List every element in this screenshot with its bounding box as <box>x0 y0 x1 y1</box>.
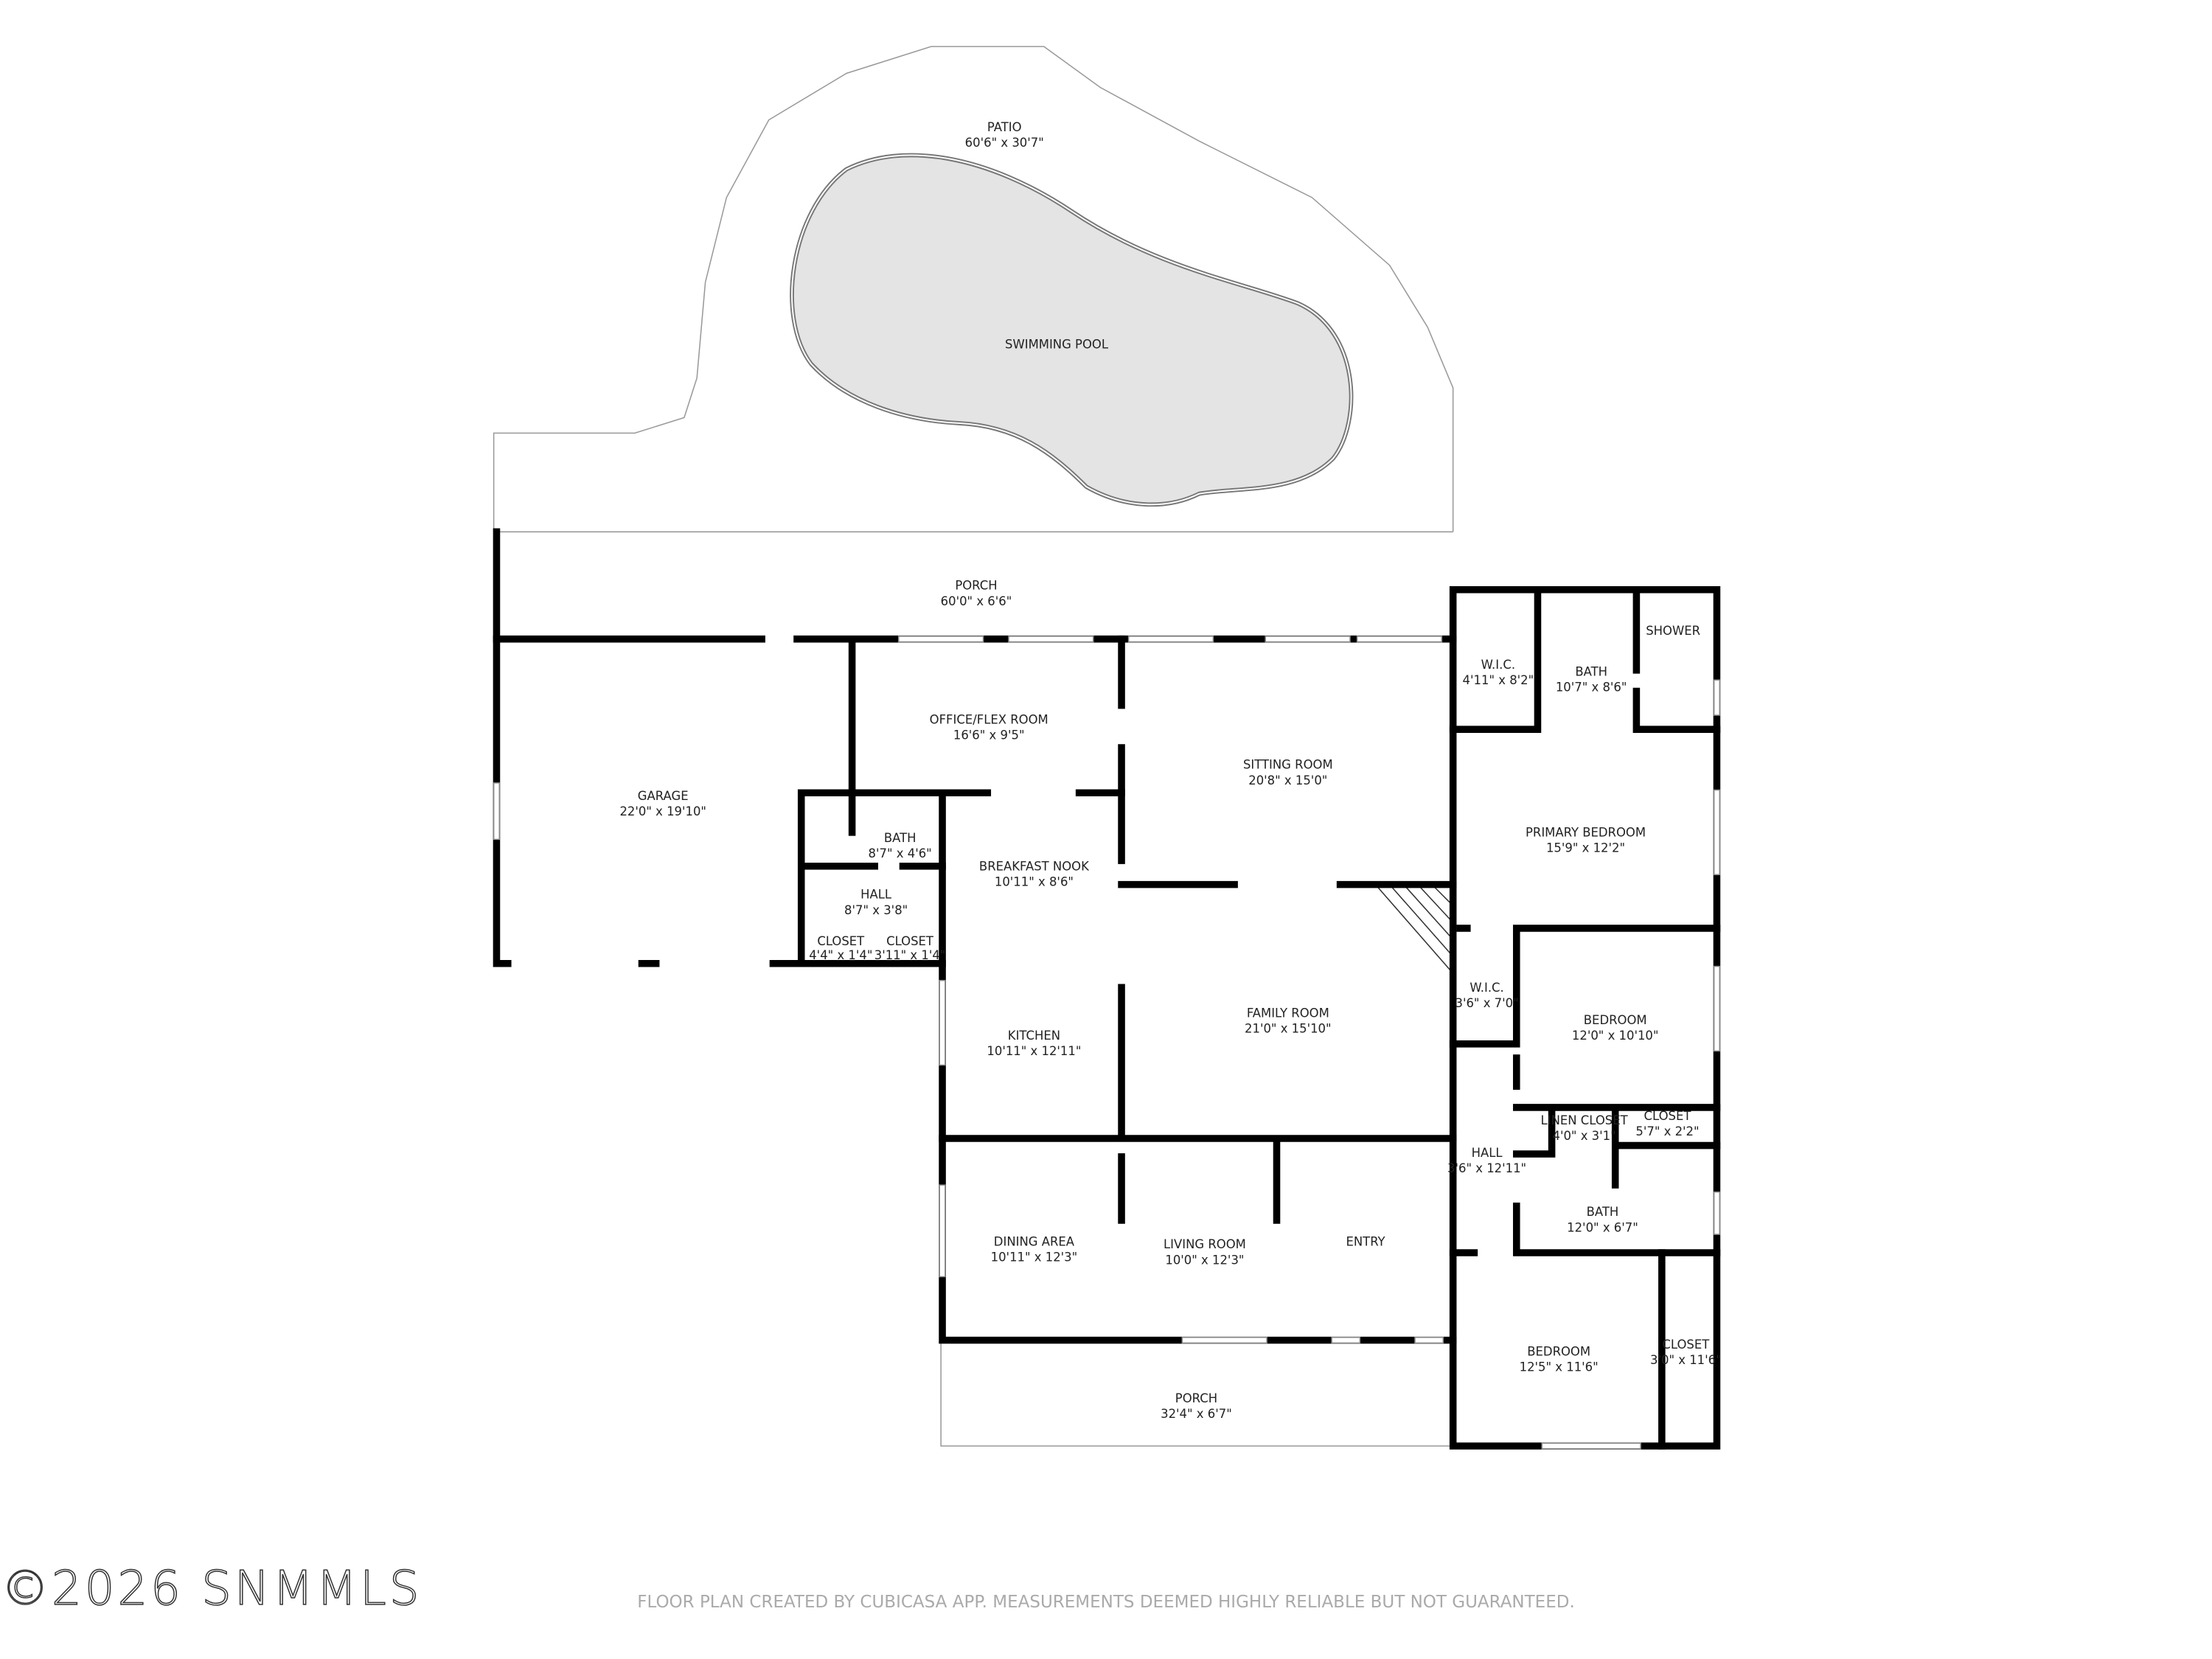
family-label: FAMILY ROOM <box>1247 1006 1329 1020</box>
hall-label: HALL <box>1472 1146 1503 1160</box>
porch-front-label: PORCH <box>1175 1391 1217 1405</box>
closet-d-size: 3'0" x 11'6" <box>1650 1353 1722 1367</box>
patio-size: 60'6" x 30'7" <box>965 136 1044 150</box>
porch-back-label: PORCH <box>955 579 997 593</box>
windows <box>493 636 1721 1450</box>
breakfast-size: 10'11" x 8'6" <box>995 875 1074 889</box>
closet-b-label: CLOSET <box>886 934 934 948</box>
office-size: 16'6" x 9'5" <box>953 728 1025 742</box>
bedroom3-size: 12'5" x 11'6" <box>1520 1360 1599 1374</box>
bedroom2-label: BEDROOM <box>1584 1013 1647 1027</box>
wic2-label: W.I.C. <box>1470 981 1503 995</box>
primary-bedroom-label: PRIMARY BEDROOM <box>1526 826 1646 840</box>
bedroom2-size: 12'0" x 10'10" <box>1572 1029 1659 1043</box>
hall-small-size: 8'7" x 3'8" <box>844 903 908 917</box>
hall-size: 3'6" x 12'11" <box>1447 1161 1526 1175</box>
disclaimer-text: FLOOR PLAN CREATED BY CUBICASA APP. MEAS… <box>637 1593 1575 1612</box>
dining-label: DINING AREA <box>994 1234 1075 1248</box>
wic1-label: W.I.C. <box>1481 658 1515 672</box>
wic1-size: 4'11" x 8'2" <box>1463 673 1534 687</box>
bath2-size: 12'0" x 6'7" <box>1567 1220 1638 1234</box>
garage-label: GARAGE <box>638 789 689 803</box>
bath-primary-size: 10'7" x 8'6" <box>1556 680 1627 694</box>
bath-small-label: BATH <box>884 831 917 845</box>
garage-size: 22'0" x 19'10" <box>619 804 706 818</box>
bath2-label: BATH <box>1587 1205 1619 1219</box>
closet-a-size: 4'4" x 1'4" <box>809 948 872 962</box>
sitting-size: 20'8" x 15'0" <box>1248 773 1327 787</box>
room-labels: PATIO 60'6" x 30'7" SWIMMING POOL PORCH … <box>619 120 1721 1421</box>
closet-c-label: CLOSET <box>1644 1109 1692 1123</box>
front-porch-edge <box>940 1340 1453 1447</box>
copyright-watermark: ©2026 SNMMLS <box>1 1561 422 1617</box>
breakfast-label: BREAKFAST NOOK <box>979 859 1090 873</box>
hall-small-label: HALL <box>860 888 892 902</box>
linen-size: 4'0" x 3'1" <box>1553 1129 1616 1143</box>
closet-b-size: 3'11" x 1'4" <box>874 948 946 962</box>
office-label: OFFICE/FLEX ROOM <box>930 713 1048 727</box>
porch-front-size: 32'4" x 6'7" <box>1161 1407 1232 1421</box>
closet-a-label: CLOSET <box>817 934 865 948</box>
pool-label: SWIMMING POOL <box>1005 338 1109 352</box>
wic2-size: 3'6" x 7'0" <box>1455 996 1518 1010</box>
kitchen-size: 10'11" x 12'11" <box>987 1044 1081 1058</box>
living-size: 10'0" x 12'3" <box>1165 1253 1244 1267</box>
living-label: LIVING ROOM <box>1164 1237 1246 1251</box>
dining-size: 10'11" x 12'3" <box>991 1250 1078 1264</box>
patio-outline <box>493 46 1454 532</box>
primary-bedroom-size: 15'9" x 12'2" <box>1546 841 1625 855</box>
shower-label: SHOWER <box>1646 624 1700 638</box>
linen-label: LINEN CLOSET <box>1541 1113 1629 1127</box>
patio-label: PATIO <box>987 120 1022 134</box>
bedroom3-label: BEDROOM <box>1527 1345 1590 1359</box>
bath-small-size: 8'7" x 4'6" <box>869 846 932 860</box>
sitting-label: SITTING ROOM <box>1243 758 1333 772</box>
kitchen-label: KITCHEN <box>1008 1029 1060 1043</box>
swimming-pool <box>790 153 1354 507</box>
stairs <box>1374 884 1454 974</box>
family-size: 21'0" x 15'10" <box>1245 1022 1332 1036</box>
closet-c-size: 5'7" x 2'2" <box>1635 1124 1699 1138</box>
porch-back-size: 60'0" x 6'6" <box>941 594 1012 608</box>
bath-primary-label: BATH <box>1575 664 1607 678</box>
closet-d-label: CLOSET <box>1662 1338 1710 1352</box>
walls <box>493 528 1721 1450</box>
entry-label: ENTRY <box>1346 1234 1385 1248</box>
